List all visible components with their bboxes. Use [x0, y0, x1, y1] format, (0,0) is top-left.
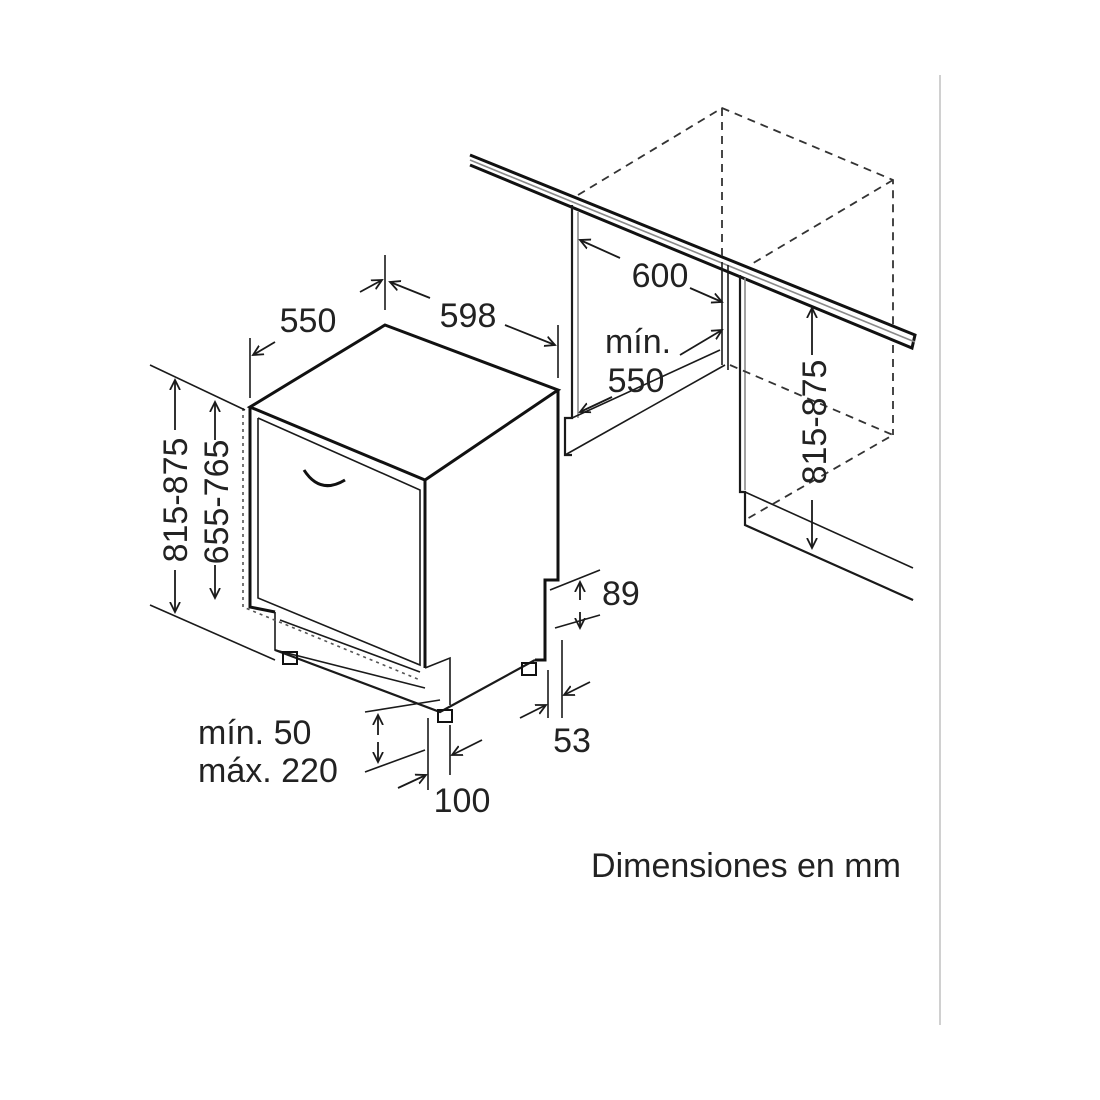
door-height-label: 655-765 [198, 440, 236, 565]
cabinet-niche [469, 106, 917, 602]
niche-width-value-label: 550 [608, 362, 665, 400]
niche-height-label: 815-875 [796, 360, 834, 485]
plinth-height-label: 89 [602, 575, 640, 613]
niche-depth-label: 600 [632, 257, 689, 295]
depth-label: 550 [280, 302, 337, 340]
niche-width-min-label: mín. [605, 323, 671, 361]
caption: Dimensiones en mm [591, 847, 901, 885]
foot-offset-label: 100 [434, 782, 491, 820]
dishwasher [242, 323, 562, 723]
foot-gap-max-label: máx. 220 [198, 752, 338, 790]
dishwasher-dimension-lines [149, 255, 601, 790]
foot-gap-min-label: mín. 50 [198, 714, 311, 752]
niche-dimension-lines [580, 240, 812, 548]
width-label: 598 [440, 297, 497, 335]
total-height-label: 815-875 [157, 438, 195, 563]
plinth-depth-label: 53 [553, 722, 591, 760]
